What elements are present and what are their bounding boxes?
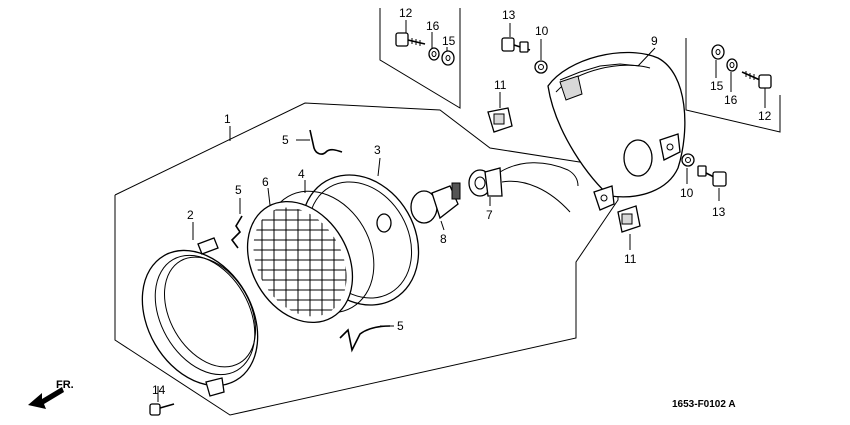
flat-washer-icon [441,50,455,66]
callout-10: 10 [680,186,694,200]
drawing-code: 1653-F0102 A [672,399,736,410]
callout-3: 3 [374,143,381,157]
clip-nut-11-bottom: 11 [617,205,641,266]
callout-13: 13 [502,8,516,22]
callout-14: 14 [152,383,166,397]
callout-16: 16 [426,19,440,33]
bolt-icon [741,71,772,89]
callout-15: 15 [710,79,724,93]
callout-11: 11 [494,78,507,92]
screw-14: 14 [149,383,175,416]
callout-2: 2 [187,208,194,222]
upper-left-hardware-group: 12 16 15 [379,6,461,109]
collar-10-top: 10 [534,24,549,74]
bolt-icon [395,32,426,47]
callout-10: 10 [535,24,549,38]
flat-washer-icon [711,44,725,60]
callout-6: 6 [262,175,269,189]
callout-15: 15 [442,34,456,48]
callout-1: 1 [224,112,231,126]
callout-9: 9 [651,34,658,48]
callout-7: 7 [486,208,493,222]
headlight-case: 9 [547,34,686,211]
headlight-rim: 2 [141,208,259,397]
assembly-callout: 1 [224,112,231,141]
callout-5: 5 [235,183,242,197]
callout-8: 8 [440,232,447,246]
upper-right-hardware-group: 15 16 12 [685,38,781,133]
collar-10-bottom: 10 [680,153,695,200]
headlight-bulb: 8 [410,182,461,246]
bulb-socket: 7 [468,162,579,222]
lock-washer-icon [726,58,738,72]
front-direction-arrow: FR. [28,379,74,409]
clip-nut-11-top: 11 [487,78,513,133]
callout-12: 12 [399,6,413,20]
lock-washer-icon [428,47,440,61]
callout-16: 16 [724,93,738,107]
adjusting-spring-bottom: 5 [339,319,404,353]
callout-12: 12 [758,109,772,123]
screw-13-top: 13 [501,8,531,53]
assembly-outline [114,102,619,416]
arrow-icon [28,387,64,409]
callout-11: 11 [624,252,637,266]
callout-5: 5 [282,133,289,147]
adjusting-spring-top: 5 [282,129,343,155]
callout-5: 5 [397,319,404,333]
callout-4: 4 [298,167,305,181]
adjusting-spring-mid: 5 [230,183,243,249]
direction-label: FR. [56,379,74,391]
screw-13-bottom: 13 [697,165,727,219]
callout-13: 13 [712,205,726,219]
